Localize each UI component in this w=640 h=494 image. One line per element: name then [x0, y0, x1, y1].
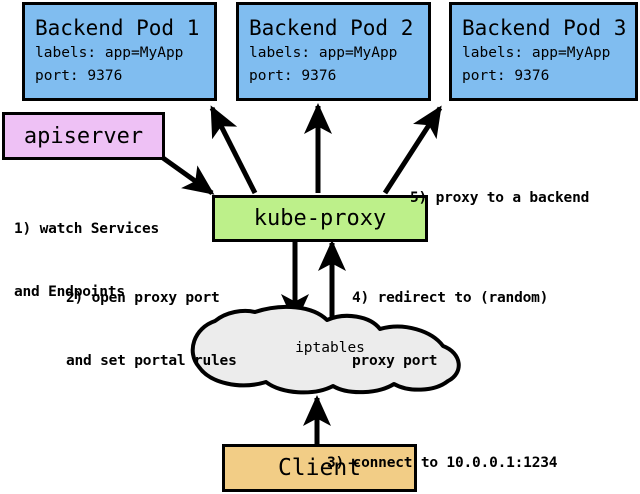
- step-3-label: 3) connect to 10.0.0.1:1234: [327, 411, 558, 494]
- apiserver-label: apiserver: [23, 123, 144, 149]
- step-4-label: 4) redirect to (random) proxy port: [352, 246, 548, 414]
- kube-proxy-box[interactable]: kube-proxy: [212, 195, 428, 242]
- step-1-line-1: 1) watch Services: [14, 221, 160, 237]
- step-1-line-2: and Endpoints: [14, 284, 125, 300]
- backend-pod-2-labels: labels: app=MyApp: [249, 45, 398, 61]
- backend-pod-2-port: port: 9376: [249, 68, 337, 84]
- backend-pod-3-labels: labels: app=MyApp: [462, 45, 611, 61]
- backend-pod-1-title: Backend Pod 1: [35, 16, 200, 40]
- step-5-label: 5) proxy to a backend: [410, 146, 589, 251]
- client-label: Client: [277, 455, 362, 481]
- kube-proxy-label: kube-proxy: [253, 206, 387, 231]
- backend-pod-1-port: port: 9376: [35, 68, 123, 84]
- step-3-line-1: 3) connect to 10.0.0.1:1234: [327, 455, 558, 471]
- backend-pod-2-box[interactable]: Backend Pod 2 labels: app=MyApp port: 93…: [236, 2, 431, 101]
- backend-pod-1-box[interactable]: Backend Pod 1 labels: app=MyApp port: 93…: [22, 2, 217, 101]
- backend-pod-3-title: Backend Pod 3: [462, 16, 627, 40]
- backend-pod-2-title: Backend Pod 2: [249, 16, 414, 40]
- step-5-line-1: 5) proxy to a backend: [410, 190, 590, 206]
- arrow-kubeproxy-to-pod3: [382, 105, 443, 195]
- step-2-label: 2) open proxy port and set portal rules: [66, 246, 237, 414]
- client-box[interactable]: Client: [222, 444, 417, 492]
- step-1-label: 1) watch Services and Endpoints: [14, 177, 159, 345]
- step-2-line-2: and set portal rules: [66, 353, 237, 369]
- step-4-line-2: proxy port: [352, 353, 438, 369]
- step-2-line-1: 2) open proxy port: [66, 290, 220, 306]
- backend-pod-1-labels: labels: app=MyApp: [35, 45, 184, 61]
- step-4-line-1: 4) redirect to (random): [352, 290, 549, 306]
- apiserver-box[interactable]: apiserver: [2, 112, 165, 160]
- arrow-apiserver-to-kubeproxy: [161, 155, 215, 196]
- backend-pod-3-box[interactable]: Backend Pod 3 labels: app=MyApp port: 93…: [449, 2, 638, 101]
- backend-pod-3-port: port: 9376: [462, 68, 550, 84]
- iptables-label: iptables: [295, 340, 365, 356]
- arrow-kubeproxy-to-pod1: [209, 105, 258, 195]
- iptables-cloud: [190, 304, 461, 395]
